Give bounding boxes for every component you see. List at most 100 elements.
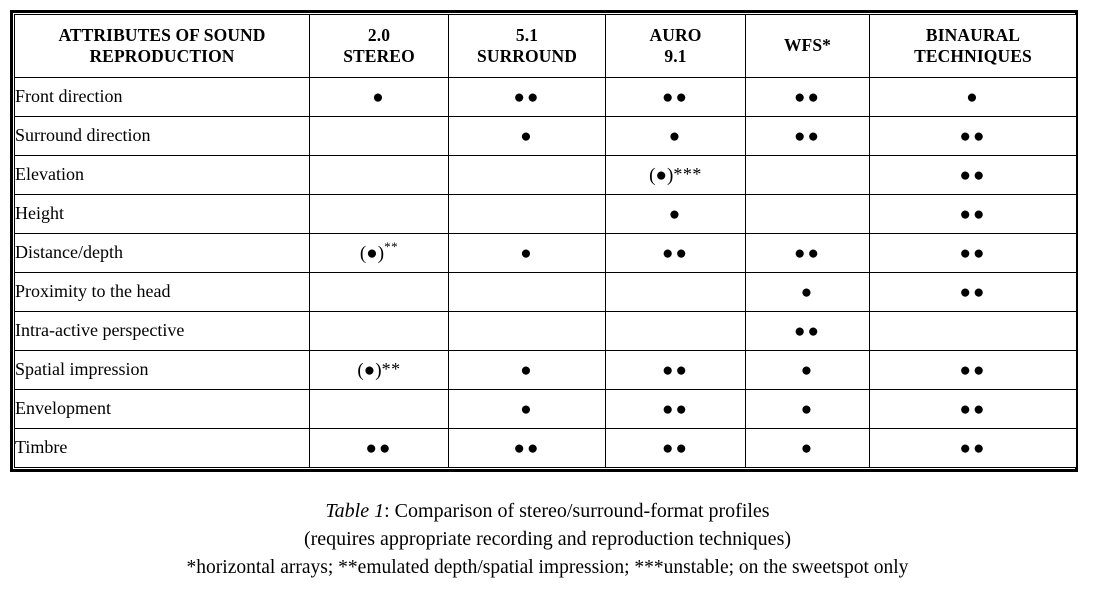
row-label: Surround direction [14, 116, 310, 156]
rating-cell [745, 155, 870, 195]
rating-cell: ● [745, 389, 870, 429]
rating-cell: ●● [869, 272, 1077, 312]
parenthesised-dot: (●) [357, 360, 382, 382]
dot-rating: ● [520, 360, 534, 382]
row-label: Elevation [14, 155, 310, 195]
header-surround-5-1: 5.1 SURROUND [448, 14, 606, 78]
table-row: Distance/depth(●)**●●●●●●● [14, 233, 1077, 273]
rating-cell: ●● [745, 311, 870, 351]
rating-cell: ●● [745, 77, 870, 117]
dot-rating: ●● [794, 126, 821, 148]
table-row: Surround direction●●●●●● [14, 116, 1077, 156]
dot-rating: ●● [365, 438, 393, 460]
dot-rating: ● [668, 126, 683, 148]
dot-rating: ●● [794, 243, 821, 265]
dot-rating: ●● [959, 243, 987, 265]
dot-rating: ● [372, 87, 386, 109]
rating-cell [448, 311, 606, 351]
header-stereo-line1: 2.0 [367, 24, 391, 45]
dot-rating: ●● [662, 243, 689, 265]
dot-rating: ●● [662, 87, 689, 109]
footnote-marker: ** [381, 358, 401, 379]
row-label: Proximity to the head [14, 272, 310, 312]
rating-cell: ●● [869, 389, 1077, 429]
dot-rating: ●● [794, 87, 821, 109]
rating-cell: ●● [605, 77, 746, 117]
header-wfs: WFS* [745, 14, 870, 78]
row-label: Height [14, 194, 310, 234]
row-label: Front direction [14, 77, 310, 117]
header-stereo-2-0: 2.0 STEREO [309, 14, 449, 78]
rating-cell: ●● [745, 116, 870, 156]
dot-rating: ●● [959, 360, 987, 382]
comparison-table-container: ATTRIBUTES OF SOUND REPRODUCTION 2.0 STE… [10, 10, 1078, 472]
dot-rating: ●● [959, 438, 987, 460]
dot-rating: ● [520, 399, 534, 421]
rating-cell: ●● [745, 233, 870, 273]
dot-rating: ● [800, 438, 815, 460]
rating-cell [448, 272, 606, 312]
rating-cell: ●● [448, 428, 606, 468]
rating-cell: ●● [869, 350, 1077, 390]
rating-cell [869, 311, 1077, 351]
parenthesised-dot: (●) [359, 243, 385, 265]
header-binaural-techniques: BINAURAL TECHNIQUES [869, 14, 1077, 78]
header-attributes: ATTRIBUTES OF SOUND REPRODUCTION [14, 14, 310, 78]
table-row: Spatial impression(●)**●●●●●● [14, 350, 1077, 390]
rating-cell [309, 311, 449, 351]
table-row: Envelopment●●●●●● [14, 389, 1077, 429]
dot-rating: ● [668, 204, 683, 226]
row-label: Intra-active perspective [14, 311, 310, 351]
header-row: ATTRIBUTES OF SOUND REPRODUCTION 2.0 STE… [14, 14, 1077, 78]
dot-rating: ● [966, 87, 980, 109]
dot-rating: ●● [959, 126, 987, 148]
dot-rating: ●● [513, 87, 541, 109]
table-header: ATTRIBUTES OF SOUND REPRODUCTION 2.0 STE… [14, 14, 1077, 78]
dot-rating: ● [520, 126, 534, 148]
dot-rating: ● [800, 360, 815, 382]
rating-cell: ● [448, 389, 606, 429]
table-row: Front direction●●●●●●●● [14, 77, 1077, 117]
dot-rating: ●● [794, 321, 821, 343]
table-body: Front direction●●●●●●●●Surround directio… [14, 77, 1077, 468]
rating-cell: (●)*** [605, 155, 746, 195]
rating-cell: ● [309, 77, 449, 117]
rating-cell [745, 194, 870, 234]
rating-cell: ●● [869, 194, 1077, 234]
rating-cell: ●● [869, 155, 1077, 195]
rating-cell: ● [745, 272, 870, 312]
dot-rating: ●● [513, 438, 541, 460]
rating-cell [309, 155, 449, 195]
rating-cell: (●)** [309, 350, 449, 390]
table-row: Proximity to the head ●●● [14, 272, 1077, 312]
rating-cell [309, 389, 449, 429]
row-label: Envelopment [14, 389, 310, 429]
rating-cell: (●)** [309, 233, 449, 273]
header-auro-line2: 9.1 [664, 46, 687, 66]
dot-rating: ● [800, 399, 815, 421]
rating-cell: ●● [605, 233, 746, 273]
rating-cell: ● [448, 116, 606, 156]
row-label: Distance/depth [14, 233, 310, 273]
caption-label: Table 1 [325, 500, 385, 522]
rating-cell: ●● [605, 389, 746, 429]
comparison-table: ATTRIBUTES OF SOUND REPRODUCTION 2.0 STE… [14, 14, 1077, 468]
header-binaural-line1: BINAURAL [925, 24, 1021, 45]
rating-cell: ●● [605, 428, 746, 468]
header-wfs-line1: WFS* [783, 35, 832, 56]
footnote-marker: *** [673, 163, 702, 184]
header-binaural-line2: TECHNIQUES [914, 46, 1032, 66]
caption-line-1: Table 1: Comparison of stereo/surround-f… [0, 497, 1095, 525]
header-attributes-line2: REPRODUCTION [89, 46, 235, 66]
table-caption: Table 1: Comparison of stereo/surround-f… [0, 497, 1095, 581]
table-row: Timbre●●●●●●●●● [14, 428, 1077, 468]
rating-cell [309, 116, 449, 156]
header-attributes-line1: ATTRIBUTES OF SOUND [58, 24, 266, 45]
rating-cell [448, 194, 606, 234]
dot-rating: ●● [662, 360, 689, 382]
rating-cell: ●● [309, 428, 449, 468]
row-label: Spatial impression [14, 350, 310, 390]
rating-cell [605, 272, 746, 312]
rating-cell: ●● [605, 350, 746, 390]
